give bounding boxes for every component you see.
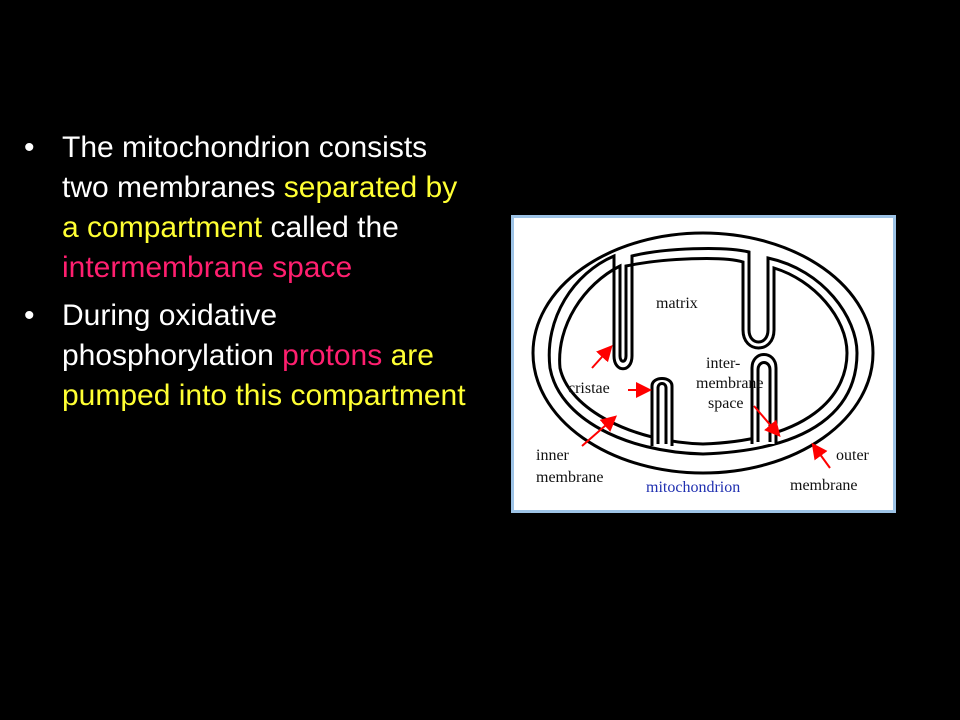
bullet-text: The mitochondrion consists two membranes <box>62 131 428 204</box>
inner-membrane-outline <box>547 247 859 456</box>
highlight-pink: intermembrane space <box>62 251 353 284</box>
outer-membrane-shape <box>531 231 875 475</box>
bullet-list: • The mitochondrion consists two membran… <box>24 128 479 424</box>
arrow-inner-membrane <box>581 415 618 447</box>
label-inner-line2: membrane <box>536 469 604 486</box>
bullet-text: called the <box>270 211 399 244</box>
crista-fold <box>656 382 668 444</box>
label-caption: mitochondrion <box>646 479 740 496</box>
label-outer-line1: outer <box>836 447 870 464</box>
bullet-dot: • <box>24 131 35 164</box>
label-matrix: matrix <box>656 295 698 312</box>
mitochondrion-figure: matrix cristae inter- membrane space inn… <box>511 215 896 513</box>
highlight-yellow: are pumped into this compartment <box>62 339 466 412</box>
bullet-item: • During oxidative phosphorylation proto… <box>24 296 479 416</box>
mitochondrion-diagram: matrix cristae inter- membrane space inn… <box>531 231 875 496</box>
inner-membrane-inner-line <box>558 257 849 446</box>
label-inner-line1: inner <box>536 447 570 464</box>
arrow-intermembrane <box>753 405 781 438</box>
label-inter-line3: space <box>708 395 744 412</box>
bullet-item: • The mitochondrion consists two membran… <box>24 128 479 288</box>
label-inter-line2: membrane <box>696 375 764 392</box>
arrow-outer-membrane <box>811 442 831 469</box>
bullet-dot: • <box>24 299 35 332</box>
bullet-text: During oxidative phosphorylation <box>62 299 278 372</box>
arrow-cristae-top <box>591 345 613 369</box>
label-cristae: cristae <box>568 380 610 397</box>
highlight-pink: protons <box>282 339 383 372</box>
highlight-yellow: separated by a compartment <box>62 171 458 244</box>
label-inter-line1: inter- <box>706 355 740 372</box>
label-outer-line2: membrane <box>790 477 858 494</box>
